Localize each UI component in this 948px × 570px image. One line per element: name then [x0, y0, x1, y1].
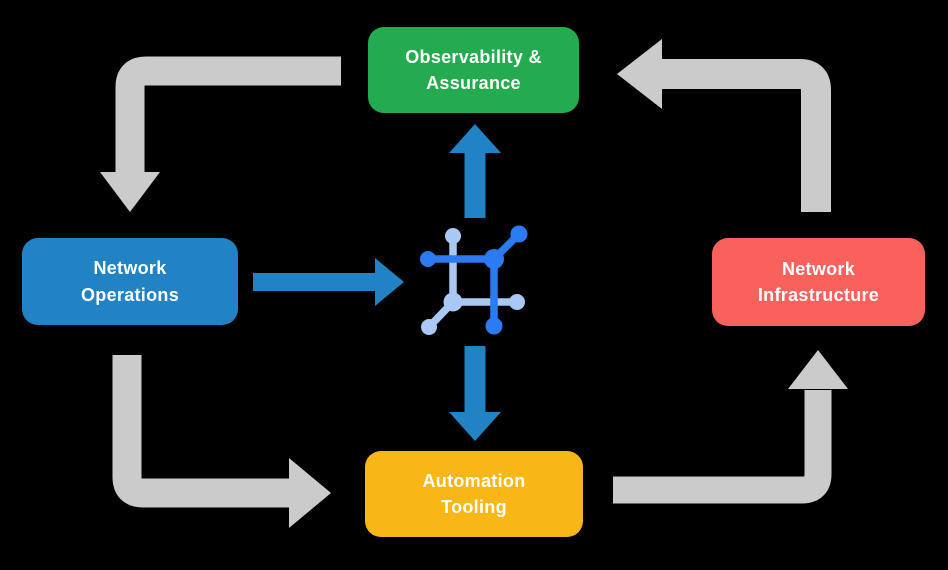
node-box-network-infrastructure: [712, 238, 925, 326]
arrowhead-down-icon: [100, 172, 160, 212]
mesh-node: [485, 317, 503, 335]
node-box-network-operations: [22, 238, 238, 325]
arrowhead-right-icon: [375, 258, 404, 306]
arrow-shaft: [662, 59, 831, 212]
arrowhead-left-icon: [617, 39, 662, 109]
mesh-node: [510, 225, 528, 243]
arrow-tooling-to-infra: [613, 350, 848, 504]
arrow-infra-to-obs: [617, 39, 831, 212]
node-box-observability-assurance: [368, 27, 579, 113]
arrowhead-up-icon: [788, 350, 848, 389]
mesh-node: [421, 319, 437, 335]
arrow-netops-to-center: [253, 258, 404, 306]
network-mesh-icon: [420, 225, 528, 335]
arrow-obs-to-netops: [100, 56, 341, 212]
arrow-shaft: [115, 56, 341, 173]
arrow-center-to-tooling: [449, 346, 501, 441]
network-mesh-bright-layer: [420, 225, 528, 335]
network-mesh-light-layer: [421, 228, 525, 335]
mesh-node: [443, 292, 463, 312]
mesh-node: [509, 294, 525, 310]
mesh-node: [420, 251, 436, 267]
arrow-shaft: [613, 390, 832, 504]
node-box-automation-tooling: [365, 451, 583, 537]
mesh-node: [445, 228, 461, 244]
arrow-netops-to-tooling: [112, 355, 331, 528]
arrow-shaft: [112, 355, 290, 508]
mesh-node: [484, 249, 504, 269]
arrowhead-down-icon: [449, 412, 501, 441]
arrowhead-up-icon: [449, 124, 501, 153]
arrow-center-to-obs: [449, 124, 501, 218]
arrowhead-right-icon: [289, 458, 331, 528]
